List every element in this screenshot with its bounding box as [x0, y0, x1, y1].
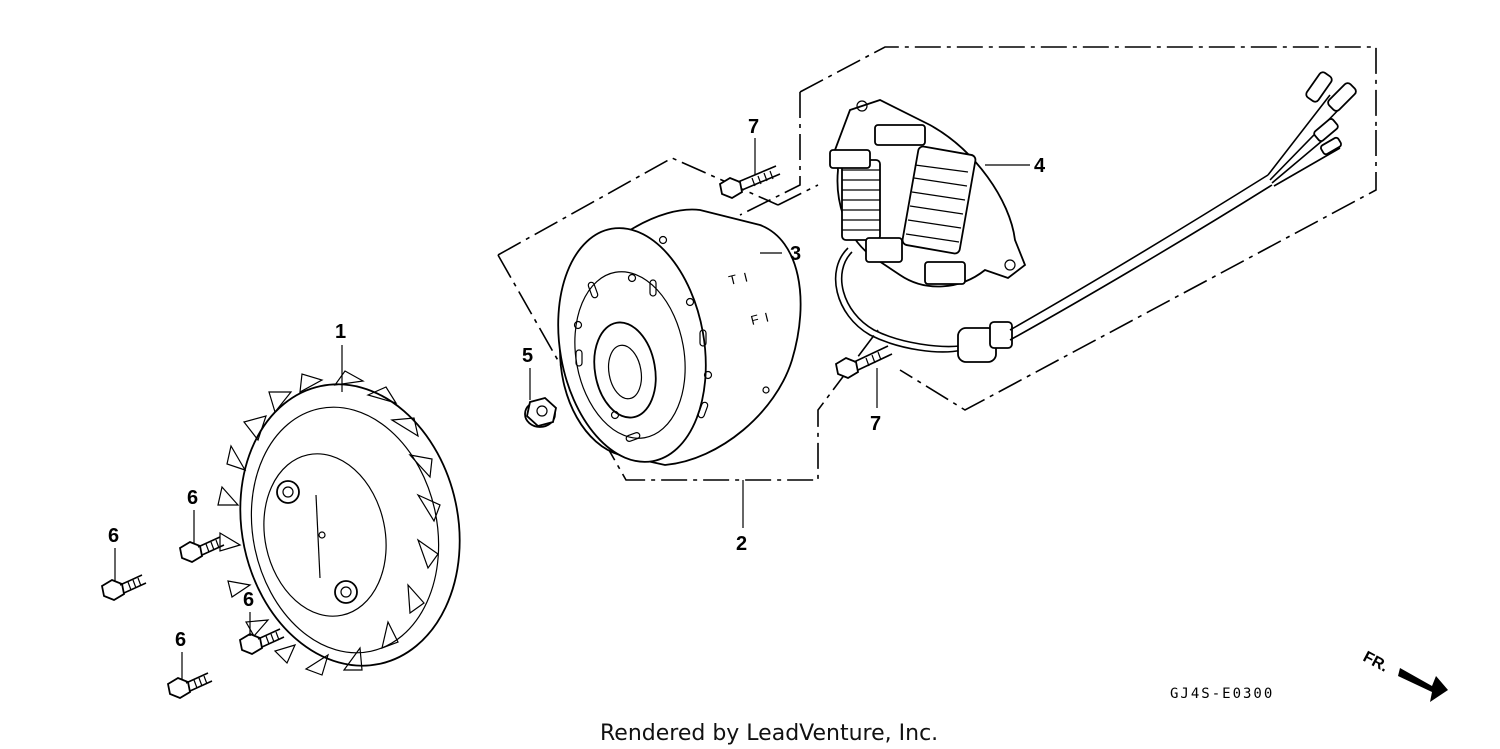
front-direction-indicator: FR. [1360, 649, 1448, 702]
flywheel[interactable]: T I F I [541, 208, 802, 474]
callout-1: 1 [335, 321, 346, 343]
svg-text:F: F [749, 311, 760, 327]
leader-lines [114, 138, 1030, 680]
assembly-outline-stator [739, 46, 1377, 411]
flange-nut[interactable] [524, 397, 557, 428]
svg-text:I: I [742, 269, 749, 284]
exciter-coil-assembly[interactable] [829, 71, 1358, 363]
front-label: FR. [1360, 649, 1391, 676]
svg-text:T: T [727, 271, 738, 287]
flange-bolt-7a[interactable] [718, 165, 781, 200]
callout-6c: 6 [243, 589, 254, 611]
svg-text:I: I [763, 309, 770, 324]
callout-6d: 6 [175, 629, 186, 651]
cooling-fan[interactable] [215, 364, 485, 687]
flange-bolt-6a[interactable] [100, 574, 147, 602]
callout-2: 2 [736, 533, 747, 555]
callout-6a: 6 [108, 525, 119, 547]
flange-bolt-6d[interactable] [166, 672, 213, 700]
diagram-reference-code: GJ4S-E0300 [1170, 686, 1274, 702]
front-arrow-icon [1398, 668, 1448, 702]
callout-6b: 6 [187, 487, 198, 509]
callout-3: 3 [790, 243, 801, 265]
callout-7a: 7 [748, 116, 759, 138]
flange-bolt-6b[interactable] [178, 536, 225, 564]
callout-5: 5 [522, 345, 533, 367]
flange-bolt-7b[interactable] [834, 345, 893, 380]
callout-4: 4 [1034, 155, 1046, 177]
callout-7b: 7 [870, 413, 881, 435]
render-credit: Rendered by LeadVenture, Inc. [600, 721, 938, 746]
